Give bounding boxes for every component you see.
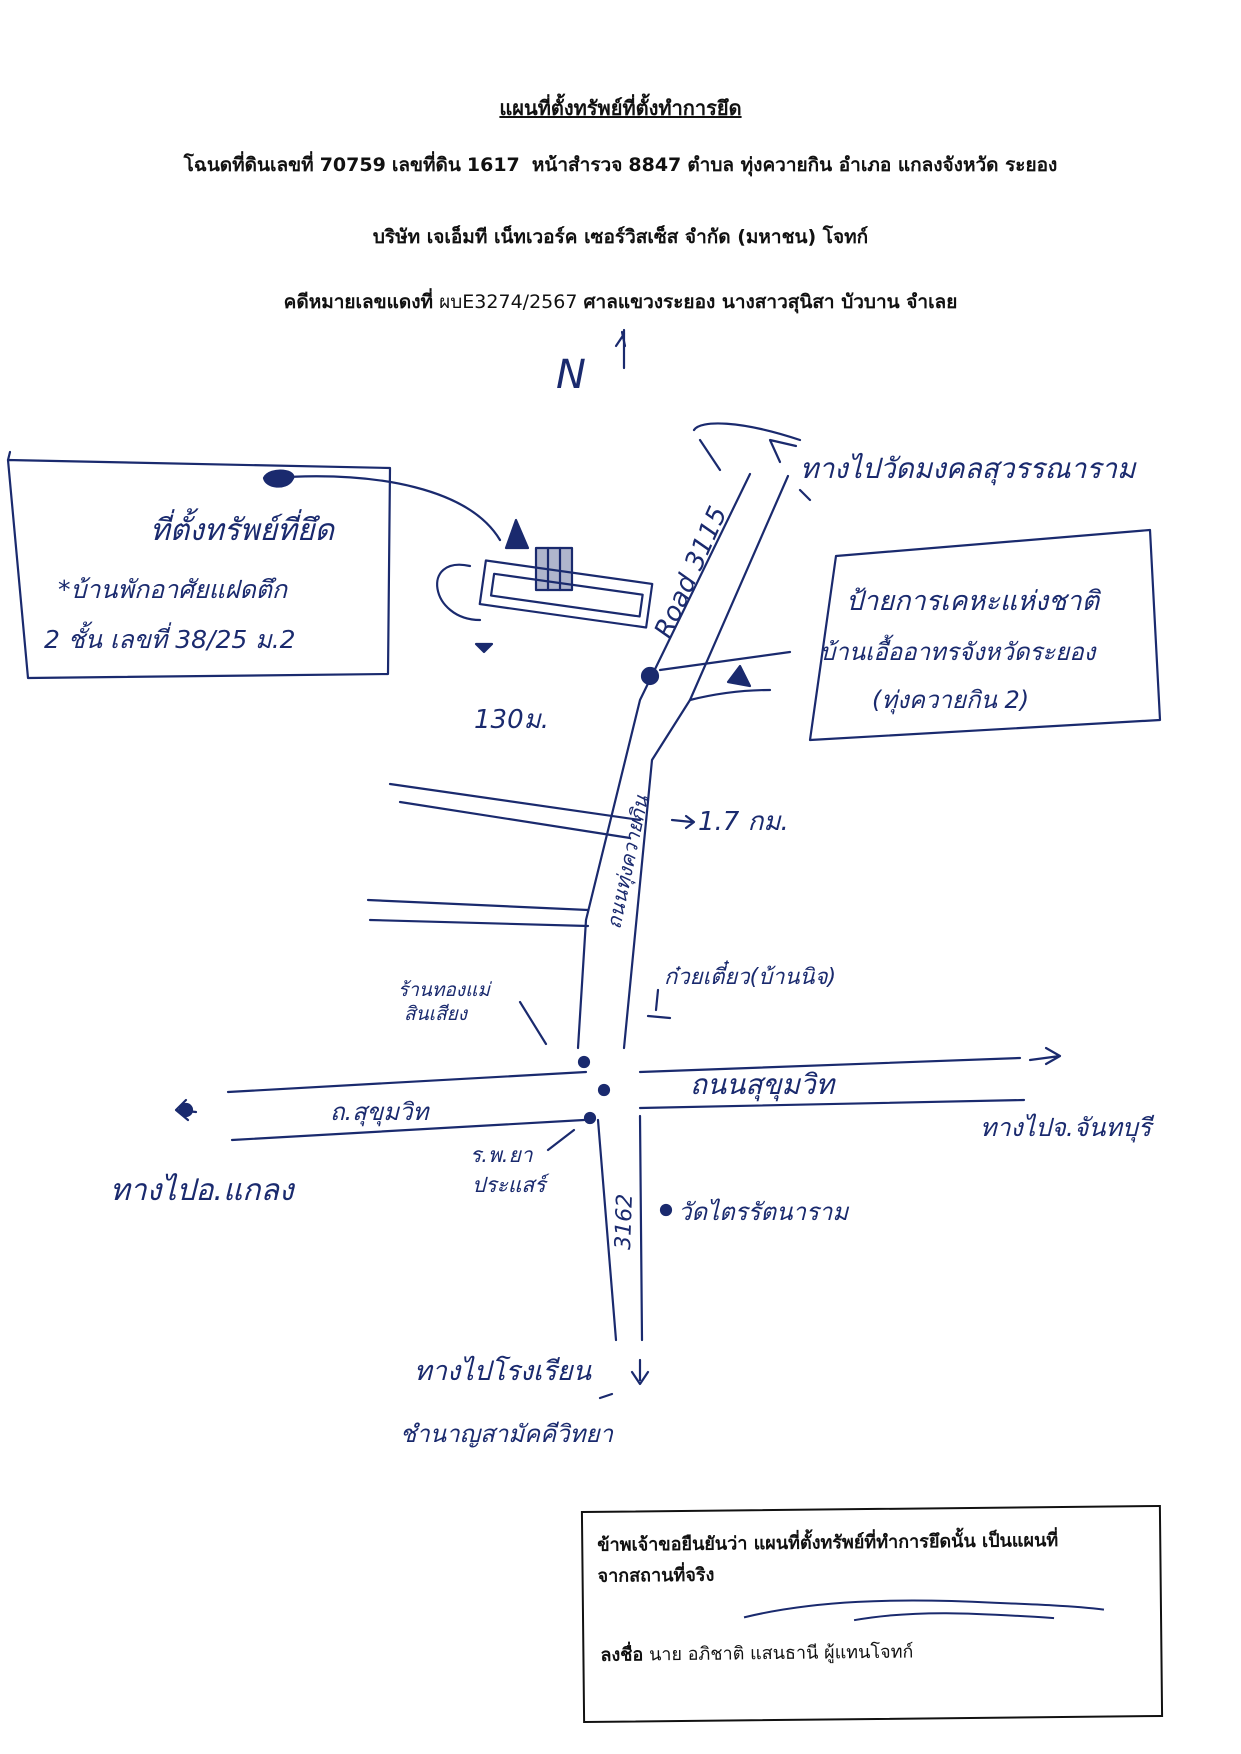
side-lane-1 — [388, 782, 642, 840]
arrow-east-icon — [1028, 1046, 1062, 1066]
label-to-school: ทางไปโรงเรียน — [414, 1355, 593, 1387]
road-3115-left — [576, 472, 752, 1050]
pointer-line — [268, 475, 502, 542]
junction-marker — [640, 666, 660, 686]
label-to-temple: ทางไปวัดมงคลสุวรรณาราม — [800, 452, 1137, 486]
label-dist-130: 130ม. — [474, 705, 549, 735]
road-3115-right — [622, 474, 790, 1050]
certification-box: ข้าพเจ้าขอยืนยันว่า แผนที่ตั้งทรัพย์ที่ท… — [580, 1504, 1164, 1724]
survey-number: 8847 — [628, 154, 682, 176]
label-temple-bottom: วัดไตรรัตนาราม — [678, 1198, 849, 1226]
label-house-desc: *บ้านพักอาศัยแฝดตึก — [58, 575, 289, 604]
label-hospital-2: ประแสร์ — [472, 1173, 550, 1197]
side-lane-2 — [366, 898, 590, 928]
deed-number: 70759 — [319, 154, 386, 176]
survey-prefix: หน้าสำรวจ — [531, 154, 623, 176]
map-title: แผนที่ตั้งทรัพย์ที่ตั้งทำการยึด — [499, 96, 742, 120]
label-landmark-1: ป้ายการเคหะแห่งชาติ — [846, 586, 1101, 617]
label-school: ชำนาญสามัคคีวิทยา — [400, 1420, 615, 1448]
label-landmark-3: (ทุ่งควายกิน 2) — [872, 686, 1029, 715]
label-seized-location: ที่ตั้งทรัพย์ที่ยึด — [150, 508, 336, 548]
cert-line-2: จากสถานที่จริง — [597, 1564, 715, 1587]
label-house-desc-2: 2 ชั้น เลขที่ 38/25 ม.2 — [44, 621, 296, 654]
house-marker-icon — [504, 518, 530, 550]
label-to-klaeng: ทางไปอ.แกลง — [110, 1173, 296, 1208]
road-3162-right — [638, 1114, 644, 1342]
label-dist-17: 1.7 กม. — [698, 807, 789, 837]
label-sukhumvit-left: ถ.สุขุมวิท — [330, 1098, 431, 1127]
temple-marker — [659, 1203, 673, 1217]
label-shop-left: ร้านทองแม่ — [398, 979, 493, 1001]
sukhumvit-top — [226, 1056, 1022, 1094]
label-road-3115: Road 3115 — [649, 502, 734, 643]
signer-name: นาย อภิชาติ แสนธานี ผู้แทนโจทก์ — [648, 1641, 914, 1666]
hospital-pointer — [546, 1128, 576, 1152]
land-number: 1617 — [466, 154, 520, 176]
label-hospital: ร.พ.ยา — [470, 1143, 534, 1167]
case-rest: ศาลแขวงระยอง นางสาวสุนิสา บัวบาน จำเลย — [583, 291, 958, 313]
sign-prefix: ลงชื่อ — [600, 1644, 644, 1666]
road-3162-left — [596, 1118, 618, 1342]
property-outline — [478, 559, 654, 629]
seized-location-box — [6, 458, 392, 680]
case-number: ผบE3274/2567 — [439, 291, 578, 313]
location-text: ตำบล ทุ่งควายกิน อำเภอ แกลงจังหวัด ระยอง — [687, 154, 1058, 176]
property-curve — [436, 563, 482, 622]
sukhumvit-bottom — [230, 1098, 1026, 1142]
label-shop-left-2: สินเสียง — [404, 1003, 469, 1025]
house-block — [534, 546, 574, 592]
shop-pointer — [518, 1000, 548, 1046]
landmark-pointer — [658, 650, 792, 672]
signature-scribble — [743, 1599, 1105, 1622]
label-road-3162: 3162 — [611, 1193, 638, 1250]
land-prefix: เลขที่ดิน — [391, 154, 461, 176]
deed-prefix: โฉนดที่ดินเลขที่ — [183, 154, 314, 176]
arrow-to-temple-icon — [768, 438, 798, 464]
plaintiff-line: บริษัท เจเอ็มที เน็ทเวอร์ค เซอร์วิสเซ็ส … — [372, 226, 869, 248]
case-prefix: คดีหมายเลขแดงที่ — [283, 291, 434, 313]
landmark-box — [808, 528, 1162, 742]
north-label: N — [556, 352, 586, 398]
deed-line: โฉนดที่ดินเลขที่ 70759 เลขที่ดิน 1617 หน… — [0, 150, 1241, 180]
label-landmark-2: บ้านเอื้ออาทรจังหวัดระยอง — [820, 634, 1098, 666]
label-road-vertical: ถนนทุ่งควายกิน — [601, 792, 654, 931]
case-line: คดีหมายเลขแดงที่ ผบE3274/2567 ศาลแขวงระย… — [0, 287, 1241, 317]
sign-marker-icon — [726, 664, 752, 688]
location-pin-icon — [262, 469, 295, 488]
arrow-south-icon — [630, 1358, 650, 1386]
label-noodle-shop: ก๋วยเตี๋ยว(บ้านนิจ) — [664, 960, 836, 990]
signature-line: ลงชื่อ นาย อภิชาติ แสนธานี ผู้แทนโจทก์ — [600, 1638, 913, 1672]
label-to-chanthaburi: ทางไปจ.จันทบุรี — [980, 1113, 1155, 1143]
label-sukhumvit-right: ถนนสุขุมวิท — [690, 1068, 837, 1102]
